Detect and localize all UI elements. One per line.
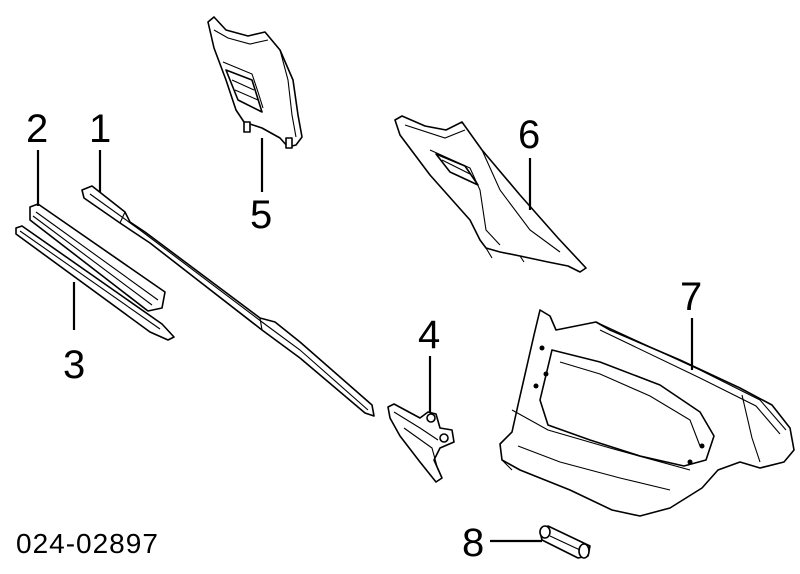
callout-8: 8 — [462, 521, 484, 565]
callout-3: 3 — [63, 343, 85, 387]
callout-7: 7 — [680, 275, 702, 319]
callout-4: 4 — [418, 313, 440, 357]
callout-2: 2 — [26, 107, 48, 151]
part-7-quarter-panel — [499, 309, 795, 517]
callout-6: 6 — [518, 113, 540, 157]
callout-5: 5 — [250, 193, 272, 237]
part-5-pillar-trim — [207, 16, 303, 149]
diagram-code: 024-02897 — [16, 528, 159, 559]
part-8-clip — [539, 525, 591, 559]
part-3-sill-strip — [15, 225, 175, 341]
callout-1: 1 — [89, 107, 111, 151]
part-4-bracket — [387, 403, 455, 483]
part-6-pillar-trim — [394, 115, 587, 273]
part-1-sill-trim — [81, 185, 375, 417]
